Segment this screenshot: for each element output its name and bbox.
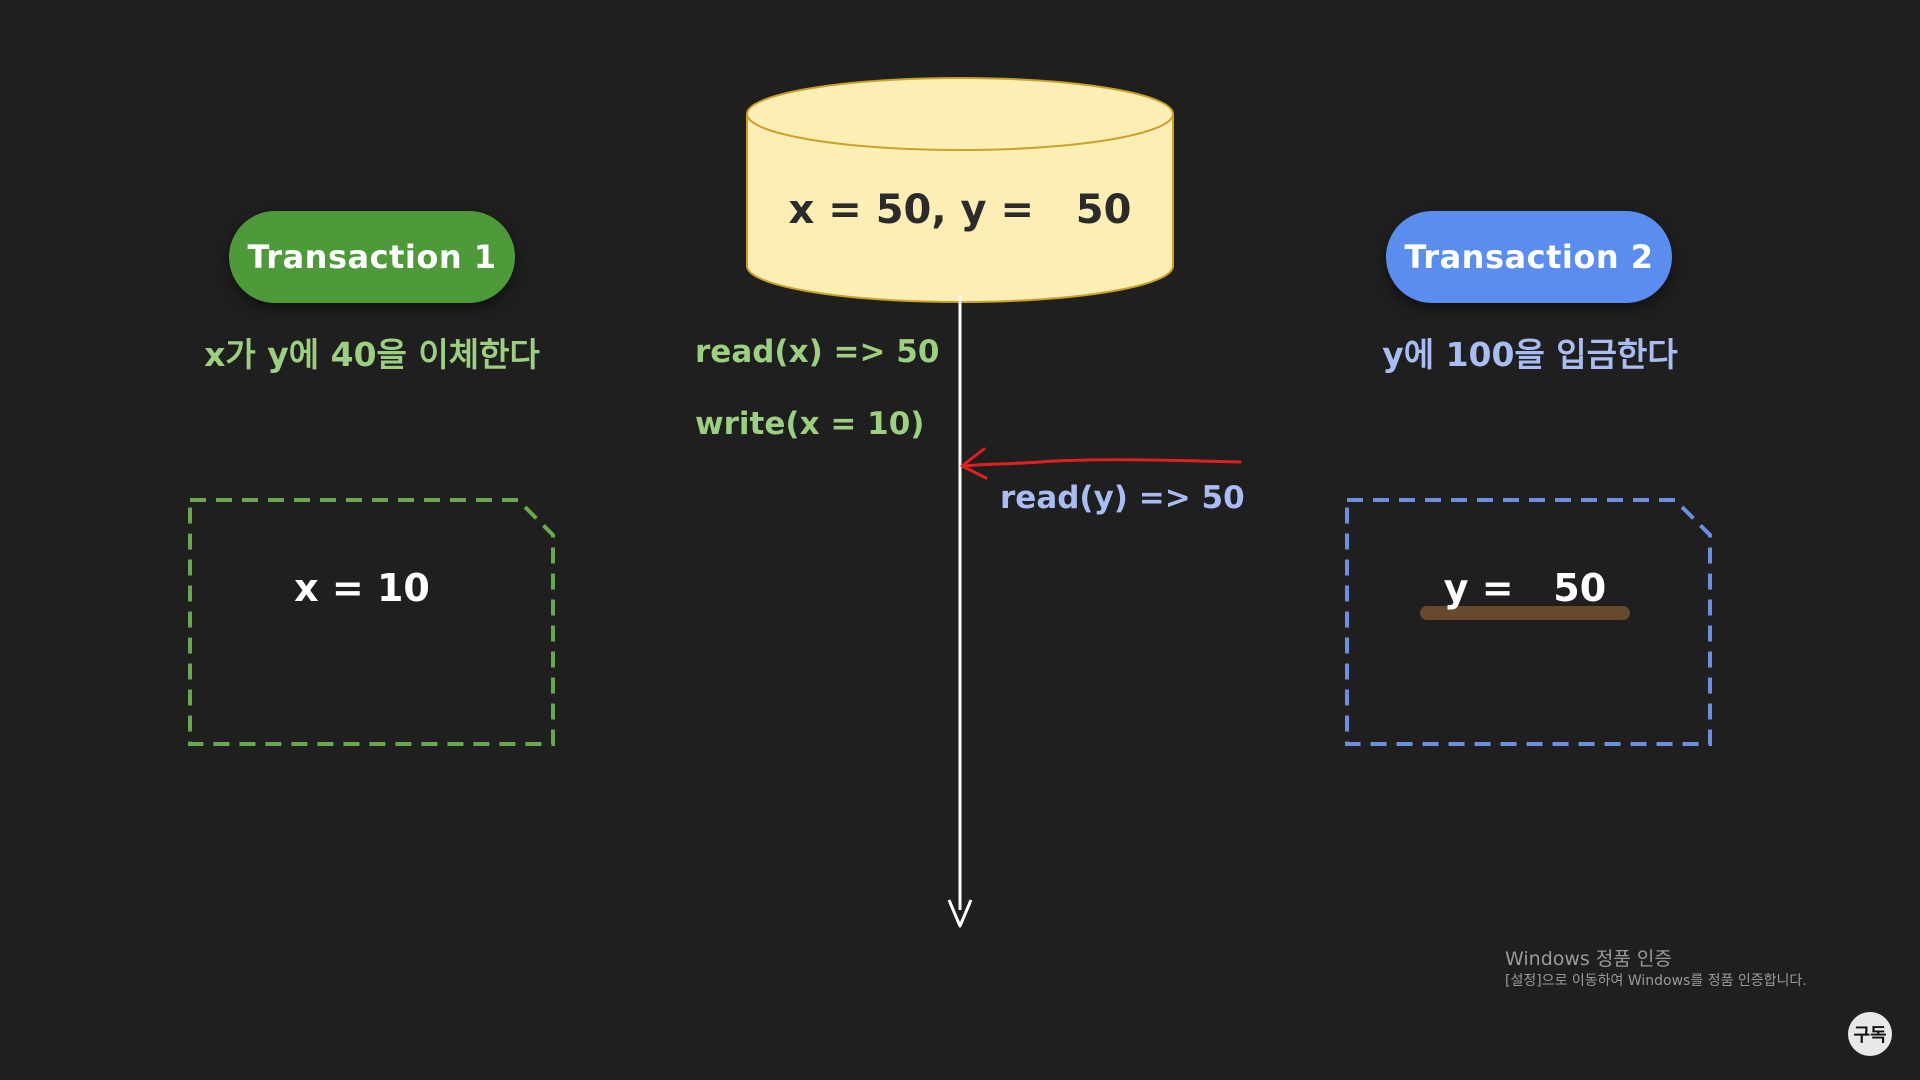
t1-dashed-box [188,498,555,746]
transaction-2-description: y에 100을 입금한다 [1382,335,1678,374]
t2-dashed-box [1345,498,1712,746]
database-cylinder [746,77,1174,303]
windows-activation-title: Windows 정품 인증 [1505,948,1672,970]
operation-write-x: write(x = 10) [695,406,925,442]
transaction-1-local-value: x = 10 [294,566,430,610]
transaction-2-local-value: y = 50 [1443,566,1607,610]
red-annotation-arrow [961,458,1242,468]
transaction-1-description: x가 y에 40을 이체한다 [204,335,540,374]
windows-activation-subtitle: [설정]으로 이동하여 Windows를 정품 인증합니다. [1505,973,1807,989]
timeline-arrowhead [947,899,973,928]
subscribe-button[interactable]: 구독 [1848,1012,1892,1056]
transaction-2-badge: Transaction 2 [1386,211,1672,303]
highlight-underline [1420,606,1630,620]
transaction-1-badge: Transaction 1 [229,211,515,303]
operation-read-y: read(y) => 50 [1000,480,1245,516]
operation-read-x: read(x) => 50 [695,334,940,370]
database-values: x = 50, y = 50 [788,187,1132,233]
red-arrowhead [960,447,988,480]
